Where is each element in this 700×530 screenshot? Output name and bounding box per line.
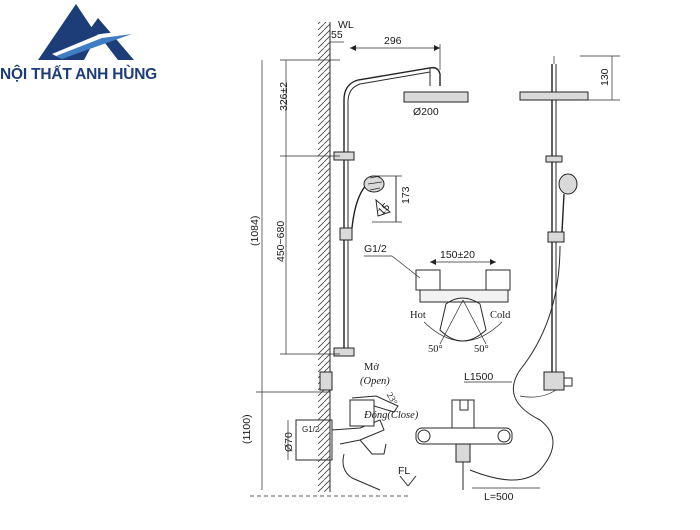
mixer-thread-label: G1/2	[302, 425, 320, 434]
arm-length-label: 296	[384, 35, 402, 47]
top-dim-label: 326±2	[278, 82, 290, 111]
hand-length-label: 173	[400, 186, 412, 204]
close-label: Đóng(Close)	[363, 410, 419, 421]
head-drop-label: 130	[599, 68, 611, 86]
total-height-label: (1084)	[249, 216, 261, 246]
front-shower-head	[519, 91, 589, 101]
front-view: 130 L1500 L=500	[415, 55, 620, 503]
brand-logo: NỘI THẤT ANH HÙNG	[0, 0, 190, 95]
open-label-vn: Mở	[364, 362, 379, 373]
lever-angle-label: 23°	[385, 391, 400, 407]
floor-label: FL	[398, 465, 410, 477]
top-thread-label: G1/2	[364, 243, 387, 255]
rail-range-label: 450~680	[275, 221, 287, 262]
short-hose-label: L=500	[484, 491, 514, 503]
center-distance-label: 150±20	[440, 249, 475, 261]
offset-dim-label: 55	[331, 29, 343, 41]
long-hose	[469, 245, 561, 481]
cold-label: Cold	[490, 310, 511, 321]
hot-angle-label: 50°	[428, 344, 443, 355]
head-diameter-label: Ø200	[413, 106, 439, 118]
shower-head	[403, 91, 469, 103]
wall-hatching	[318, 22, 330, 492]
mixer-top-view: G1/2 150±20 Hot Cold 50° 50°	[364, 243, 511, 355]
cold-angle-label: 50°	[474, 344, 489, 355]
hot-label: Hot	[410, 310, 426, 321]
mixer-diameter-label: Ø70	[283, 432, 295, 452]
wall-label: WL	[338, 19, 354, 31]
mixer-height-label: (1100)	[241, 414, 253, 444]
long-hose-label: L1500	[464, 371, 493, 383]
anh-hung-mountain-logo-icon	[38, 4, 134, 60]
brand-name: NỘI THẤT ANH HÙNG	[0, 66, 158, 83]
side-view: FL WL Ø200 173 15 55 296	[241, 19, 469, 497]
shower-rail	[343, 66, 441, 352]
hand-shower: 173 15	[351, 175, 412, 229]
open-label-en: (Open)	[360, 376, 390, 387]
